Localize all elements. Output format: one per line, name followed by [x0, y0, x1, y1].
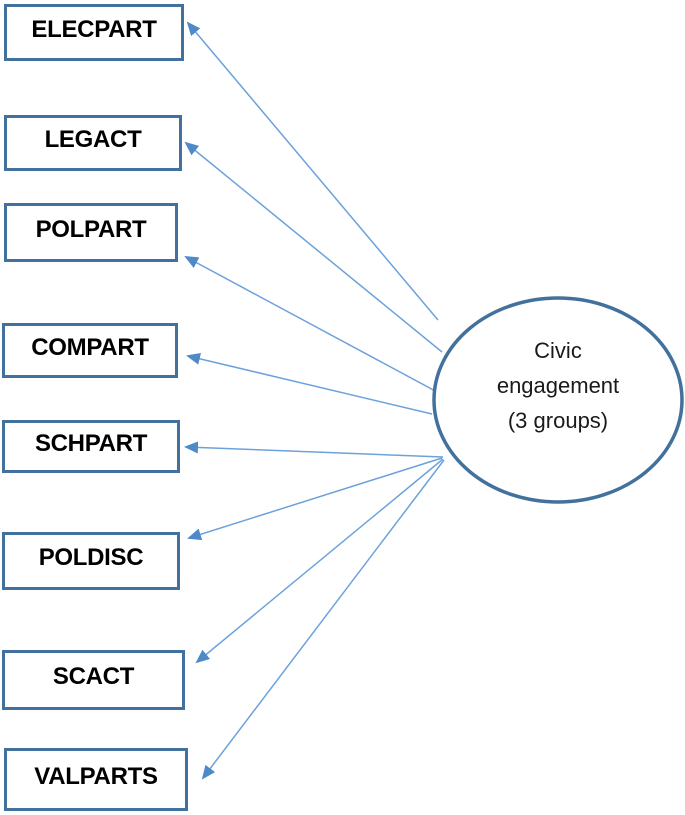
loading-arrow-polpart — [184, 256, 440, 394]
observed-box-label: ELECPART — [31, 15, 157, 43]
observed-box-valparts: VALPARTS — [4, 748, 188, 811]
observed-box-label: SCACT — [52, 663, 135, 690]
observed-box-label: COMPART — [31, 333, 149, 361]
latent-label-line: engagement — [496, 372, 620, 398]
loading-arrow-scact — [195, 458, 444, 664]
latent-variable-ellipse — [432, 296, 684, 504]
latent-label-line: Civic — [534, 337, 582, 363]
observed-box-scact: SCACT — [2, 650, 185, 710]
observed-box-elecpart: ELECPART — [4, 4, 184, 61]
loading-arrow-schpart — [184, 441, 444, 458]
observed-box-label: SCHPART — [34, 429, 148, 457]
loading-arrow-compart — [186, 352, 433, 415]
loading-arrow-poldisc — [187, 457, 443, 541]
observed-box-label: VALPARTS — [34, 762, 158, 790]
observed-box-label: LEGACT — [44, 126, 142, 153]
observed-box-legact: LEGACT — [4, 115, 182, 171]
observed-box-label: POLPART — [35, 215, 147, 243]
loading-arrow-elecpart — [186, 21, 439, 321]
observed-box-polpart: POLPART — [4, 203, 178, 262]
observed-box-poldisc: POLDISC — [2, 532, 180, 590]
latent-label-line: (3 groups) — [507, 407, 609, 433]
loading-arrow-valparts — [201, 459, 445, 780]
latent-variable-label: Civic engagement (3 groups) — [434, 283, 682, 487]
observed-box-compart: COMPART — [2, 323, 178, 378]
observed-box-label: POLDISC — [38, 544, 144, 571]
observed-box-schpart: SCHPART — [2, 420, 180, 473]
loading-arrow-legact — [184, 141, 443, 353]
